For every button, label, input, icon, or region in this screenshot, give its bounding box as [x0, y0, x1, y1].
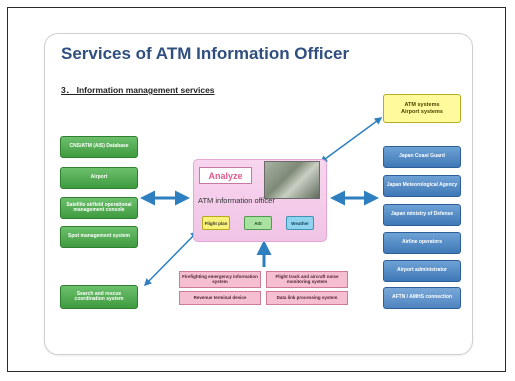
section-subtitle: 3． Information management services	[61, 85, 215, 95]
slide: Services of ATM Information Officer 3． I…	[44, 33, 473, 355]
operations-photo	[264, 161, 320, 199]
left-box-spot-management: Spot management system	[60, 226, 138, 248]
right-box-japan-coast-guard: Japan Coast Guard	[383, 146, 461, 168]
right-box-airport-administrator: Airport administrator	[383, 260, 461, 282]
left-box-airport: Airport	[60, 167, 138, 189]
weather-tag: Weather	[286, 216, 314, 230]
right-box-aftn-amhs: AFTN / AMHS connection	[383, 287, 461, 309]
arrow-top-right-connection	[319, 117, 383, 163]
connector-arrows	[140, 117, 383, 287]
right-box-japan-ministry-of-defense: Japan ministry of Defense	[383, 204, 461, 226]
arrow-bottom-left-connection	[143, 230, 199, 287]
left-box-cns-atm-database: CNS/ATM (AIS) Database	[60, 136, 138, 158]
top-right-box-atm-airport-systems: ATM systems Airport systems	[383, 94, 461, 123]
bottom-box-data-link: Data link processing system	[266, 291, 348, 305]
left-box-satellite-airfield: Satellite airfield operational managemen…	[60, 197, 138, 219]
bottom-box-flight-track: Flight track and aircraft noise monitori…	[266, 271, 348, 288]
bottom-box-revenue-terminal: Revenue terminal device	[179, 291, 261, 305]
right-box-airline-operators: Airline operators	[383, 232, 461, 254]
right-box-japan-meteorological-agency: Japan Meteorological Agency	[383, 175, 461, 197]
analyze-label: Analyze	[199, 167, 252, 184]
ais-tag: AIS	[244, 216, 272, 230]
flight-plan-tag: Flight plan	[202, 216, 230, 230]
left-box-search-and-rescue: Search and rescue coordination system	[60, 285, 138, 309]
slide-title: Services of ATM Information Officer	[61, 44, 350, 63]
atm-information-officer-label: ATM information officer	[198, 196, 275, 205]
bottom-box-firefighting: Firefighting emergency information syste…	[179, 271, 261, 288]
